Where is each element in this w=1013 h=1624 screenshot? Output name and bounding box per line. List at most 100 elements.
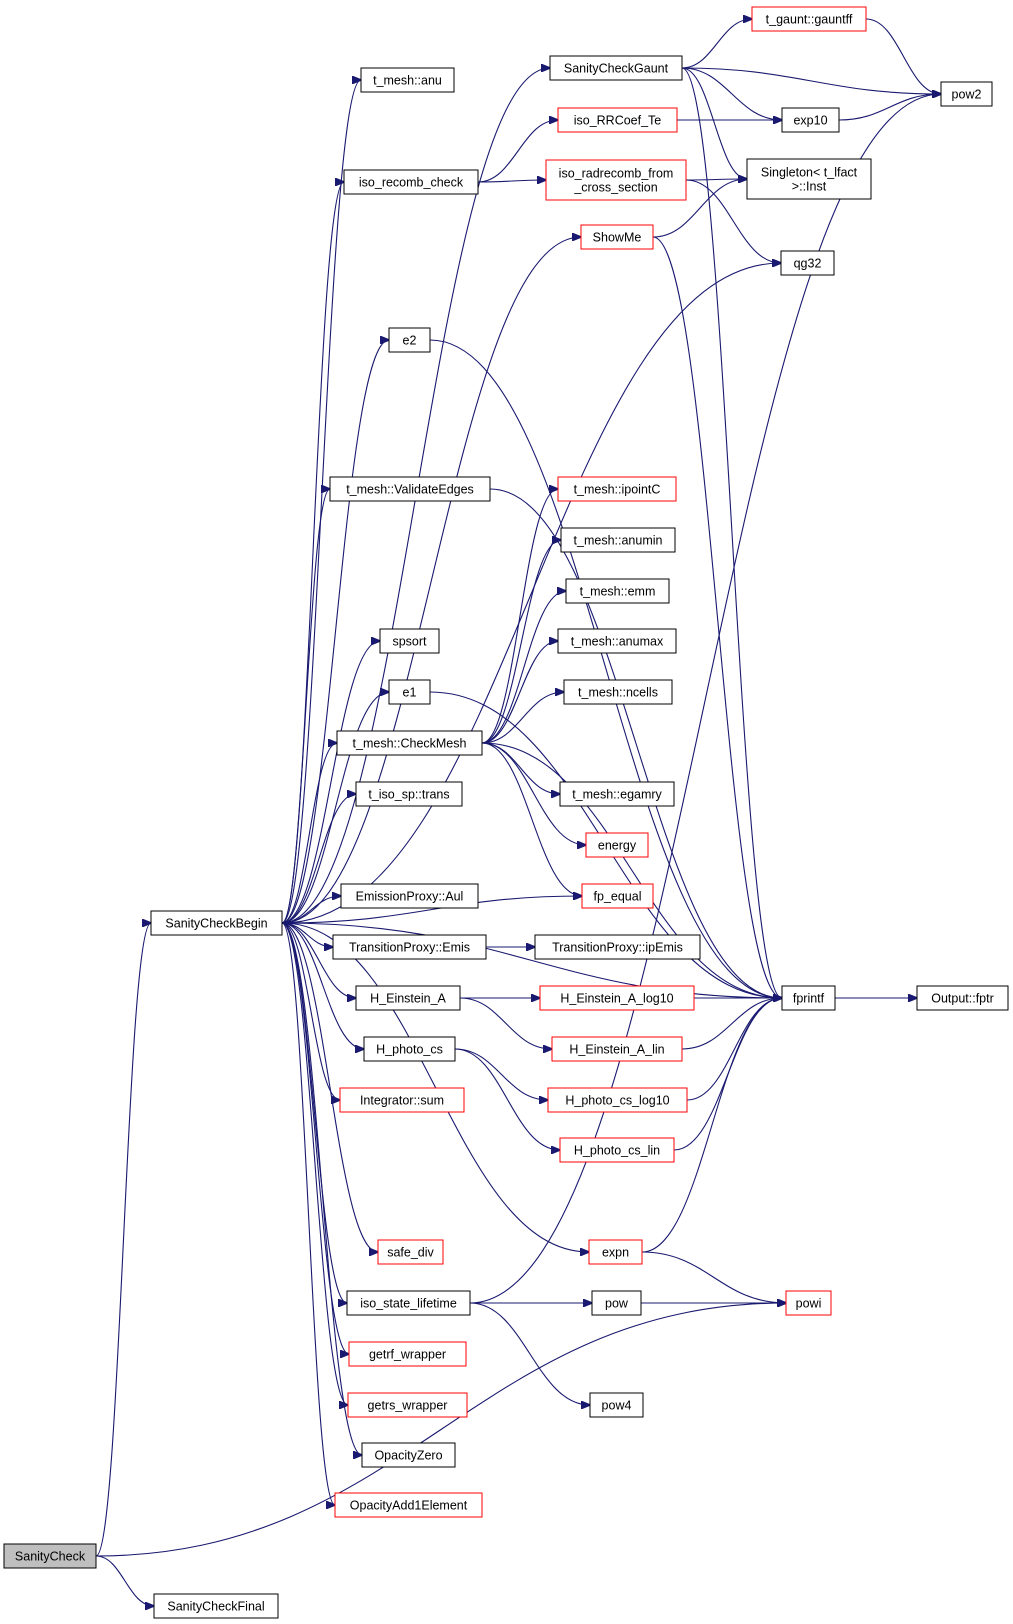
node-safe_div[interactable]: safe_div [377,1239,444,1265]
node-box[interactable] [332,934,487,960]
node-box[interactable] [751,6,867,32]
node-box[interactable] [377,1239,444,1265]
node-box[interactable] [539,985,695,1011]
node-pow4[interactable]: pow4 [589,1392,644,1418]
node-e1[interactable]: e1 [388,679,431,705]
node-box[interactable] [379,628,440,654]
node-box[interactable] [343,169,479,195]
node-iso_recomb_check[interactable]: iso_recomb_check [343,169,479,195]
node-box[interactable] [565,578,670,604]
node-iso_state_lifetime[interactable]: iso_state_lifetime [346,1290,471,1316]
node-box[interactable] [557,628,677,654]
node-OpacityAdd1Element[interactable]: OpacityAdd1Element [334,1492,483,1518]
node-SanityCheckBegin[interactable]: SanityCheckBegin [150,910,283,936]
node-anu[interactable]: t_mesh::anu [360,67,455,93]
node-box[interactable] [388,679,431,705]
node-box[interactable] [559,781,675,807]
node-box[interactable] [781,985,836,1011]
node-box[interactable] [153,1593,279,1619]
node-box[interactable] [334,1492,483,1518]
node-spsort[interactable]: spsort [379,628,440,654]
node-Aul[interactable]: EmissionProxy::Aul [340,883,479,909]
node-box[interactable] [360,67,455,93]
node-ShowMe[interactable]: ShowMe [580,224,654,250]
node-box[interactable] [560,527,676,553]
node-box[interactable] [355,985,461,1011]
node-H_photo_cs[interactable]: H_photo_cs [363,1036,456,1062]
node-Emis[interactable]: TransitionProxy::Emis [332,934,487,960]
node-expn[interactable]: expn [588,1239,643,1265]
node-box[interactable] [329,476,491,502]
node-box[interactable] [780,250,835,276]
node-box[interactable] [361,1442,456,1468]
node-box[interactable] [3,1543,97,1569]
node-box[interactable] [916,985,1009,1011]
node-box[interactable] [588,1239,643,1265]
node-box[interactable] [591,1290,642,1316]
node-box[interactable] [746,158,872,200]
node-SanityCheckGaunt[interactable]: SanityCheckGaunt [549,55,683,81]
node-SanityCheck[interactable]: SanityCheck [3,1543,97,1569]
node-box[interactable] [336,730,483,756]
node-emm[interactable]: t_mesh::emm [565,578,670,604]
node-ipointC[interactable]: t_mesh::ipointC [557,476,677,502]
node-box[interactable] [940,81,993,107]
node-getrs[interactable]: getrs_wrapper [347,1392,468,1418]
node-box[interactable] [347,1392,468,1418]
node-box[interactable] [150,910,283,936]
node-box[interactable] [363,1036,456,1062]
node-box[interactable] [549,55,683,81]
node-box[interactable] [346,1290,471,1316]
node-fprintf[interactable]: fprintf [781,985,836,1011]
node-box[interactable] [589,1392,644,1418]
node-H_photo_cs_log10[interactable]: H_photo_cs_log10 [547,1087,688,1113]
node-H_photo_cs_lin[interactable]: H_photo_cs_lin [559,1137,675,1163]
node-H_Einstein_A_lin[interactable]: H_Einstein_A_lin [551,1036,683,1062]
node-box[interactable] [585,832,649,858]
node-sum[interactable]: Integrator::sum [339,1087,465,1113]
node-iso_RRCoef_Te[interactable]: iso_RRCoef_Te [557,107,678,133]
node-box[interactable] [348,1341,467,1367]
node-pow2[interactable]: pow2 [940,81,993,107]
node-energy[interactable]: energy [585,832,649,858]
node-box[interactable] [339,1087,465,1113]
node-box[interactable] [388,327,431,353]
node-box[interactable] [563,679,673,705]
node-getrf[interactable]: getrf_wrapper [348,1341,467,1367]
node-box[interactable] [781,107,840,133]
node-box[interactable] [545,159,687,201]
node-Singleton[interactable]: Singleton< t_lfact>::Inst [746,158,872,200]
node-qg32[interactable]: qg32 [780,250,835,276]
node-box[interactable] [551,1036,683,1062]
node-anumin[interactable]: t_mesh::anumin [560,527,676,553]
node-iso_radrecomb[interactable]: iso_radrecomb_from_cross_section [545,159,687,201]
node-box[interactable] [534,934,701,960]
node-egamry[interactable]: t_mesh::egamry [559,781,675,807]
node-CheckMesh[interactable]: t_mesh::CheckMesh [336,730,483,756]
node-pow[interactable]: pow [591,1290,642,1316]
node-ValidateEdges[interactable]: t_mesh::ValidateEdges [329,476,491,502]
node-OpacityZero[interactable]: OpacityZero [361,1442,456,1468]
node-box[interactable] [340,883,479,909]
node-ipEmis[interactable]: TransitionProxy::ipEmis [534,934,701,960]
node-box[interactable] [557,476,677,502]
node-box[interactable] [355,781,463,807]
node-H_Einstein_A[interactable]: H_Einstein_A [355,985,461,1011]
node-ncells[interactable]: t_mesh::ncells [563,679,673,705]
node-fptr[interactable]: Output::fptr [916,985,1009,1011]
node-gauntff[interactable]: t_gaunt::gauntff [751,6,867,32]
node-anumax[interactable]: t_mesh::anumax [557,628,677,654]
node-box[interactable] [547,1087,688,1113]
node-e2[interactable]: e2 [388,327,431,353]
node-powi[interactable]: powi [785,1290,832,1316]
node-box[interactable] [557,107,678,133]
node-exp10[interactable]: exp10 [781,107,840,133]
node-trans[interactable]: t_iso_sp::trans [355,781,463,807]
node-fp_equal[interactable]: fp_equal [581,883,654,909]
node-box[interactable] [580,224,654,250]
node-H_Einstein_A_log10[interactable]: H_Einstein_A_log10 [539,985,695,1011]
node-box[interactable] [785,1290,832,1316]
node-box[interactable] [581,883,654,909]
node-box[interactable] [559,1137,675,1163]
node-SanityCheckFinal[interactable]: SanityCheckFinal [153,1593,279,1619]
